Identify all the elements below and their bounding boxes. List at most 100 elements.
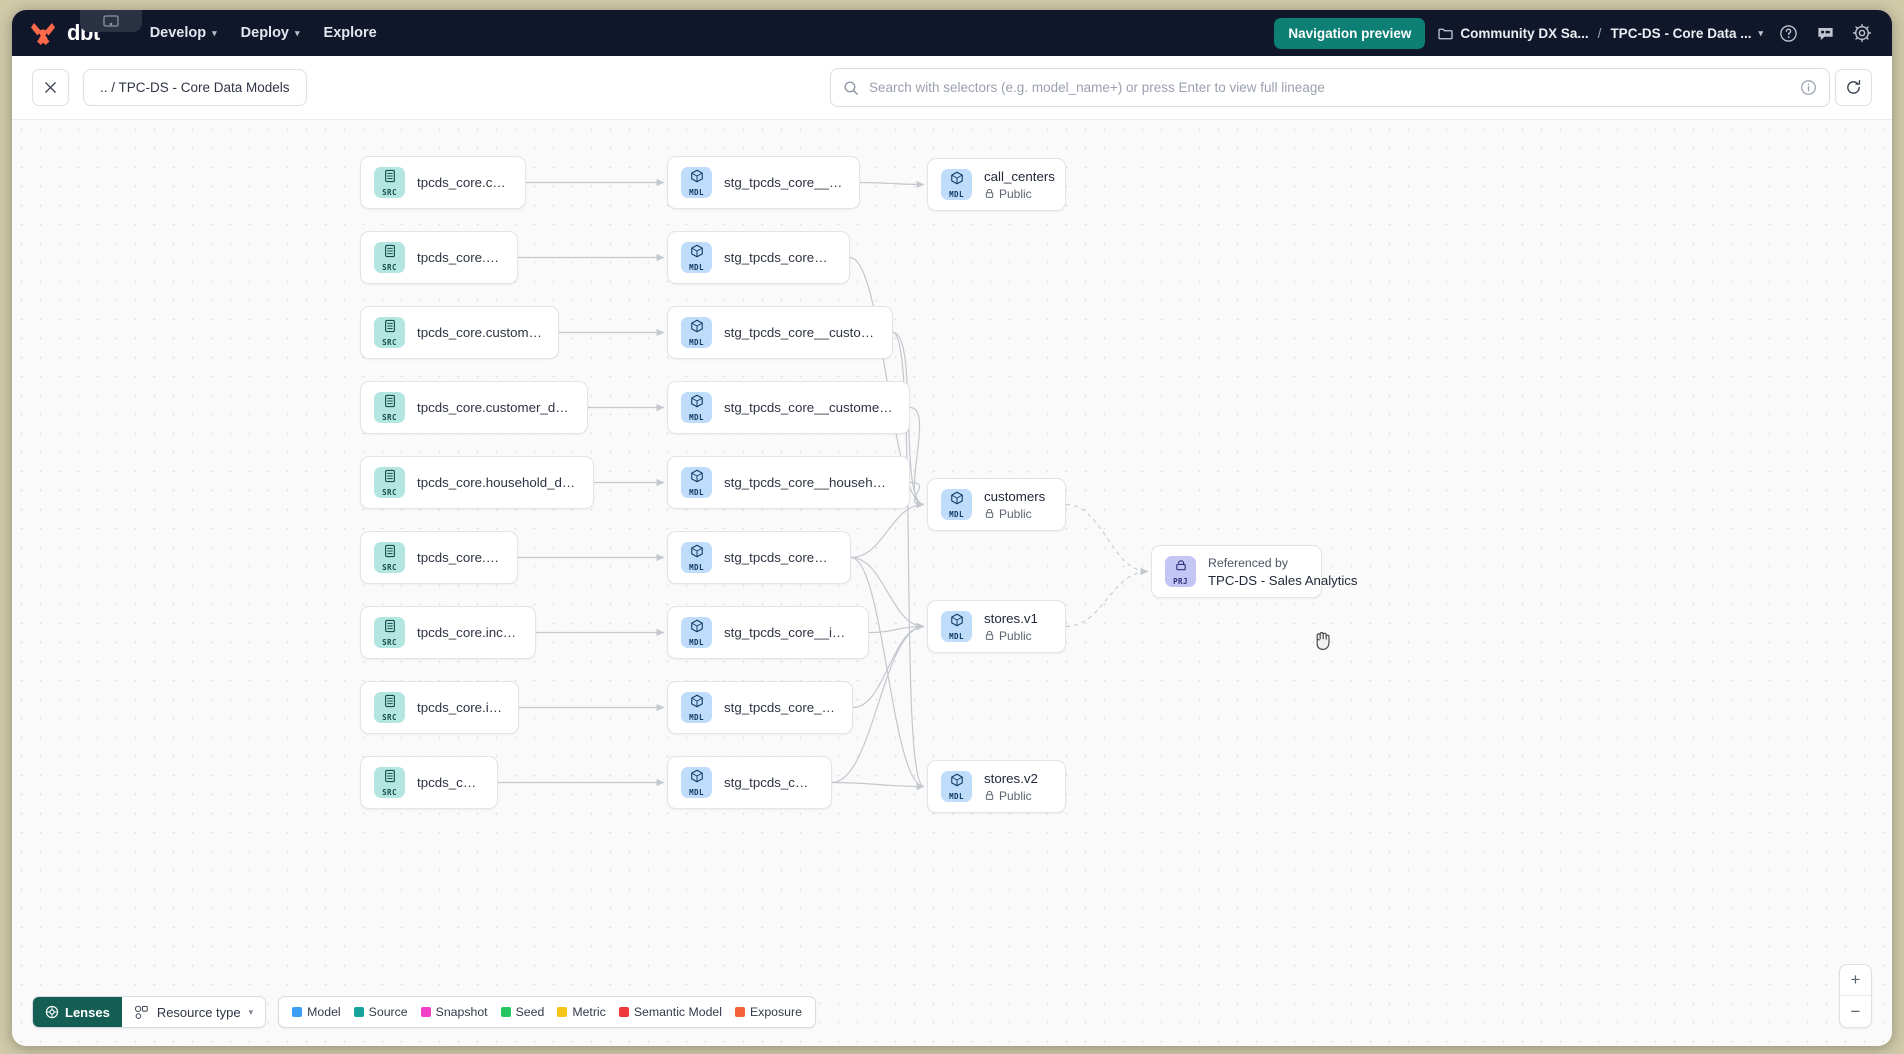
- search-input[interactable]: [869, 80, 1790, 95]
- legend-item-exposure[interactable]: Exposure: [734, 1005, 802, 1019]
- legend-swatch: [353, 1007, 364, 1017]
- mdl-resource-badge-icon: MDL: [941, 611, 972, 642]
- resource-type-button[interactable]: Resource type ▾: [121, 997, 266, 1027]
- legend-swatch: [734, 1007, 745, 1017]
- node-text-stack: stg_tpcds_core__store: [724, 775, 815, 790]
- window-icon: [103, 14, 119, 27]
- node-label: tpcds_core.customer_demographics: [417, 400, 571, 415]
- node-caption: Referenced by: [1208, 555, 1288, 570]
- lineage-node-project-0[interactable]: PRJ Referenced by TPC-DS - Sales Analytics: [1151, 545, 1358, 598]
- legend-item-model[interactable]: Model: [292, 1005, 341, 1019]
- lineage-node-source-5[interactable]: SRC tpcds_core.date_dim: [360, 531, 518, 584]
- folder-icon: [1438, 28, 1454, 39]
- node-label: tpcds_core.store: [417, 775, 481, 790]
- help-icon[interactable]: [1776, 21, 1800, 45]
- lineage-node-staging-4[interactable]: MDLstg_tpcds_core__household_demogr…: [667, 456, 910, 509]
- src-resource-badge-icon: SRC: [374, 542, 405, 573]
- prj-resource-badge-icon: PRJ: [1165, 556, 1196, 587]
- lenses-button[interactable]: Lenses: [33, 997, 122, 1027]
- settings-gear-icon[interactable]: [1850, 21, 1874, 45]
- node-label: tpcds_core.date_dim: [417, 550, 501, 565]
- mdl-resource-badge-icon: MDL: [681, 617, 712, 648]
- legend-item-seed[interactable]: Seed: [500, 1005, 544, 1019]
- info-circle-icon[interactable]: [1800, 79, 1817, 96]
- node-label: stg_tpcds_core__customer_demogra…: [724, 400, 893, 415]
- node-access: Public: [984, 629, 1038, 643]
- breadcrumb-chevron-down-icon[interactable]: ▾: [1758, 27, 1763, 38]
- refresh-lineage-button[interactable]: [1835, 69, 1872, 106]
- legend-item-snapshot[interactable]: Snapshot: [420, 1005, 488, 1019]
- mdl-resource-badge-icon: MDL: [681, 542, 712, 573]
- lineage-node-staging-3[interactable]: MDLstg_tpcds_core__customer_demogra…: [667, 381, 910, 434]
- node-access-label: Public: [999, 628, 1032, 643]
- node-title: TPC-DS - Sales Analytics: [1208, 572, 1358, 588]
- breadcrumb-account[interactable]: Community DX Sa...: [1460, 25, 1589, 41]
- search-icon: [844, 80, 858, 95]
- top-navigation-right-group: Navigation preview Community DX Sa... / …: [1274, 17, 1874, 49]
- feedback-icon[interactable]: [1813, 21, 1837, 45]
- node-label: tpcds_core.customer: [417, 250, 501, 265]
- nav-item-deploy[interactable]: Deploy ▾: [229, 19, 312, 47]
- node-access-label: Public: [999, 506, 1032, 521]
- dbt-x-logo-icon: [30, 20, 60, 46]
- nav-item-develop[interactable]: Develop ▾: [138, 19, 229, 47]
- node-text-stack: stg_tpcds_core__date_dim: [724, 550, 834, 565]
- legend-label: Semantic Model: [633, 1005, 722, 1019]
- legend-item-source[interactable]: Source: [353, 1005, 408, 1019]
- breadcrumb-project[interactable]: TPC-DS - Core Data ...: [1610, 25, 1752, 41]
- zoom-controls: + −: [1839, 964, 1872, 1028]
- resource-type-legend: Model Source Snapshot Seed Metric Semantic Mo…: [278, 996, 816, 1028]
- node-label: stg_tpcds_core__call_center: [724, 175, 843, 190]
- lineage-node-source-8[interactable]: SRC tpcds_core.store: [360, 756, 498, 809]
- legend-item-semantic-model[interactable]: Semantic Model: [618, 1005, 722, 1019]
- legend-label: Exposure: [749, 1005, 802, 1019]
- zoom-in-button[interactable]: +: [1840, 965, 1871, 996]
- nav-item-explore[interactable]: Explore: [312, 19, 389, 47]
- lineage-edges: [497, 178, 1149, 791]
- node-text-stack: stg_tpcds_core__customer_address: [724, 325, 876, 340]
- src-resource-badge-icon: SRC: [374, 242, 405, 273]
- lineage-node-staging-5[interactable]: MDL stg_tpcds_core__date_dim: [667, 531, 851, 584]
- src-resource-badge-icon: SRC: [374, 692, 405, 723]
- nav-item-explore-label: Explore: [323, 25, 377, 41]
- close-lineage-button[interactable]: [32, 69, 69, 106]
- legend-label: Metric: [572, 1005, 606, 1019]
- node-text-stack: tpcds_core.customer_demographics: [417, 400, 571, 415]
- mdl-resource-badge-icon: MDL: [681, 692, 712, 723]
- lineage-node-source-1[interactable]: SRC tpcds_core.customer: [360, 231, 518, 284]
- node-label: stg_tpcds_core__inventory: [724, 700, 836, 715]
- lens-icon: [45, 1005, 59, 1019]
- lineage-graph-canvas[interactable]: SRCtpcds_core.call_centerSRCtpcds_core.c…: [12, 120, 1892, 1046]
- lineage-node-staging-7[interactable]: MDL stg_tpcds_core__inventory: [667, 681, 853, 734]
- node-label: stg_tpcds_core__customer: [724, 250, 833, 265]
- legend-item-metric[interactable]: Metric: [557, 1005, 606, 1019]
- node-text-stack: tpcds_core.store: [417, 775, 481, 790]
- lineage-search-box[interactable]: [830, 68, 1830, 107]
- breadcrumb-path-pill[interactable]: .. / TPC-DS - Core Data Models: [83, 69, 307, 106]
- node-text-stack: stg_tpcds_core__inventory: [724, 700, 836, 715]
- mdl-resource-badge-icon: MDL: [681, 467, 712, 498]
- src-resource-badge-icon: SRC: [374, 767, 405, 798]
- zoom-out-button[interactable]: −: [1850, 1001, 1861, 1021]
- lineage-toolbar: .. / TPC-DS - Core Data Models: [12, 56, 1892, 120]
- lineage-bottom-toolbar: Lenses Resource type ▾ Model Source Snapsh…: [32, 996, 816, 1028]
- node-label: stg_tpcds_core__store: [724, 775, 815, 790]
- navigation-preview-button[interactable]: Navigation preview: [1274, 17, 1426, 49]
- src-resource-badge-icon: SRC: [374, 617, 405, 648]
